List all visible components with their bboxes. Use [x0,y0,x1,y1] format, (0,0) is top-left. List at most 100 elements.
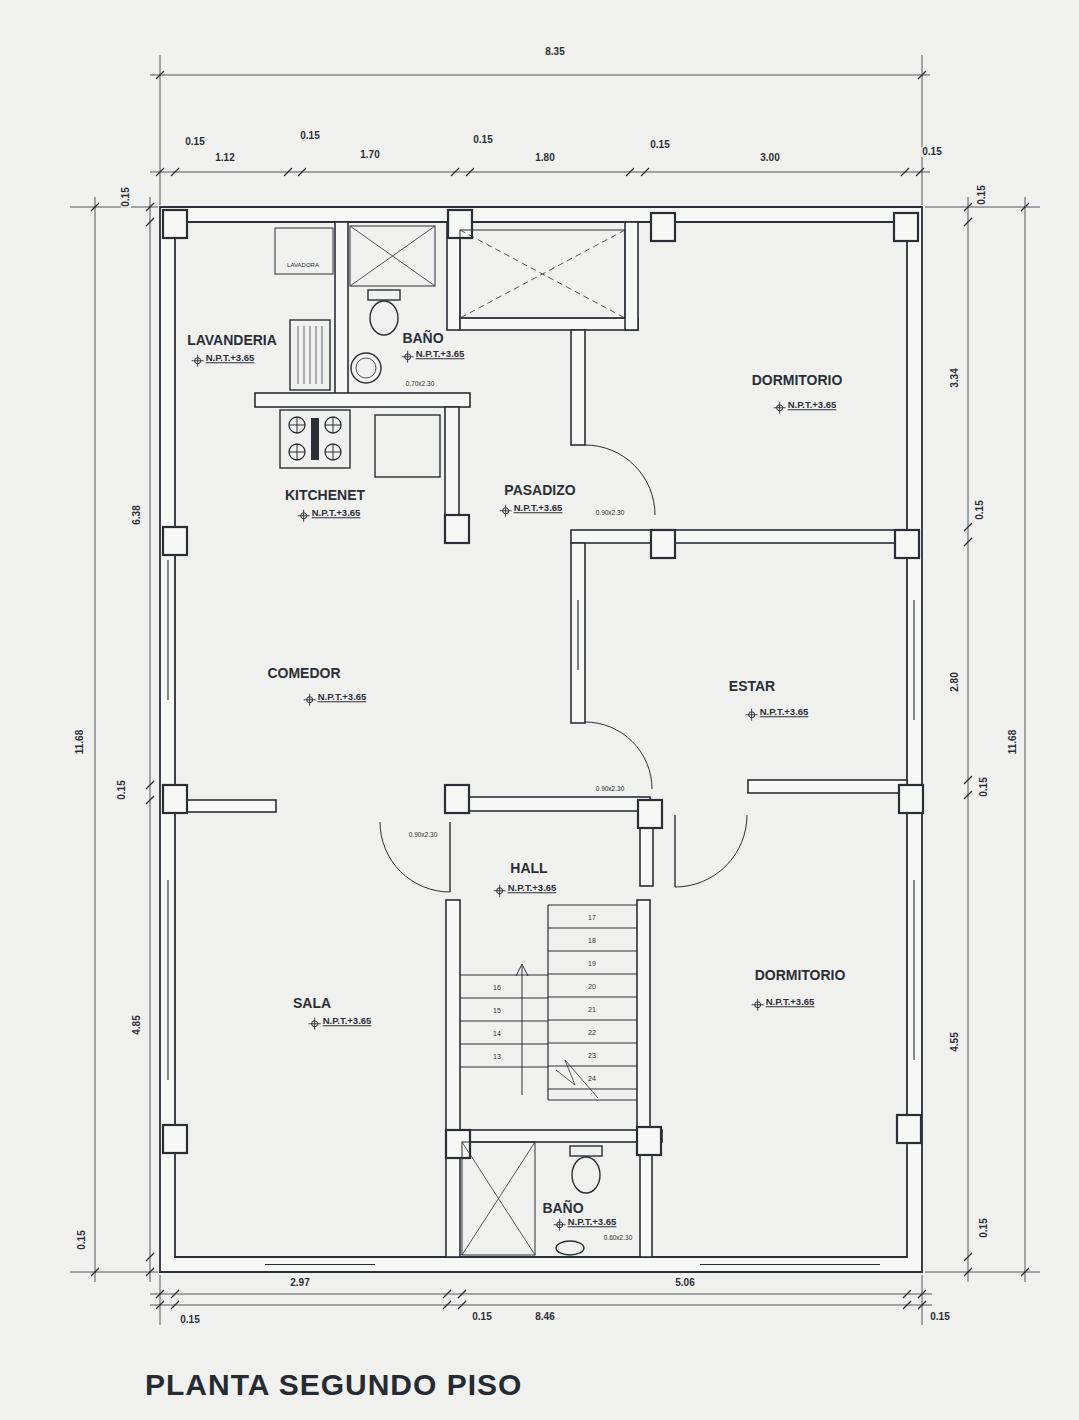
dimension-tick [964,523,972,531]
dimension-tick [146,1253,154,1261]
wall [748,780,907,793]
stair-tread [548,951,637,952]
stair-tread [548,1066,637,1067]
wall [637,900,650,1140]
window [167,880,168,1080]
dimension-line [70,207,158,208]
door-size: 0.90x2.30 [408,832,439,839]
dimension-lines [70,55,1040,1325]
plan-title: PLANTA SEGUNDO PISO [145,1370,522,1400]
door-leaf [674,815,675,887]
burner-cross [289,444,305,460]
dimension-label: 2.97 [289,1278,310,1288]
column [897,1115,921,1143]
dimension-tick [171,168,179,176]
door-size: 0.90x2.30 [595,510,626,517]
dimension-label: 0.15 [121,186,131,207]
window [913,880,914,1060]
room-name: PASADIZO [503,483,576,497]
dimension-tick [443,1301,451,1309]
toilet-tank [368,290,400,300]
wall [460,318,638,330]
dimension-label: 0.15 [977,184,987,205]
toilet-bowl [572,1157,600,1193]
level-marker-cross [494,885,506,897]
step-number: 24 [587,1075,597,1082]
fridge [375,415,440,477]
column [894,213,918,241]
door-size: 0.90x2.30 [595,786,626,793]
dimension-tick [156,71,164,79]
floor-level: N.P.T.+3.65 [322,1016,373,1026]
dimension-tick [284,168,292,176]
stair-tread [548,1043,637,1044]
windows [168,560,914,1265]
dimension-label: 11.68 [75,729,85,755]
dimension-tick [964,791,972,799]
burner-cross [325,444,341,460]
step-number: 22 [587,1029,597,1036]
floor-level: N.P.T.+3.65 [507,883,558,893]
stair-tread [460,1067,548,1068]
step-number: 19 [587,960,597,967]
wall [625,222,638,330]
room-name: BAÑO [401,331,444,345]
floor-level: N.P.T.+3.65 [415,349,466,359]
room-name: HALL [509,861,548,875]
shaft-cross [350,226,435,286]
dimension-line [160,1275,161,1325]
floor-level: N.P.T.+3.65 [317,692,368,702]
dimension-tick [626,168,634,176]
dimension-tick [964,203,972,211]
shaft-cross [350,226,435,286]
column [445,785,469,813]
wall [571,530,907,543]
column [163,785,187,813]
window [700,1264,880,1265]
stair-tread [548,1020,637,1021]
dimension-line [922,55,923,205]
floor-level: N.P.T.+3.65 [759,707,810,717]
interior-walls [176,222,907,1257]
wall [447,797,650,811]
wall [571,543,585,723]
dimension-line [1025,197,1026,1282]
level-marker-cross [752,999,764,1011]
dimension-tick [156,1301,164,1309]
burner [325,417,341,433]
stair-arrowhead [516,964,528,976]
step-number: 13 [492,1053,502,1060]
column [899,785,923,813]
dimension-label: 4.85 [132,1014,142,1035]
dimension-label: 0.15 [929,1312,950,1322]
window [265,1264,375,1265]
dimension-tick [171,1290,179,1298]
step-number: 16 [492,984,502,991]
dimension-tick [918,71,926,79]
burner-cross [289,417,305,433]
shaft-outline [460,230,625,318]
dimension-label: 8.35 [544,47,565,57]
dimension-tick [641,168,649,176]
dimension-label: 0.15 [77,1229,87,1250]
dimension-line [160,55,161,205]
shaft-cross [460,230,625,318]
burner [289,444,305,460]
shaft-outline [462,1142,535,1255]
sink-rib [298,326,299,384]
dimension-label: 2.80 [950,671,960,692]
dimension-label: 0.15 [979,1217,989,1238]
laundry-sink [290,320,330,390]
dimension-tick [916,168,924,176]
dimension-tick [964,776,972,784]
step-number: 18 [587,937,597,944]
door-size: 0.60x2.30 [603,1235,634,1242]
floor-level: N.P.T.+3.65 [311,508,362,518]
dimension-tick [146,781,154,789]
stair-tread [460,1021,548,1022]
window [577,600,578,670]
door-swing [585,445,655,515]
level-marker-cross [298,510,310,522]
dimension-label: 0.15 [975,499,985,520]
dimension-tick [903,1301,911,1309]
